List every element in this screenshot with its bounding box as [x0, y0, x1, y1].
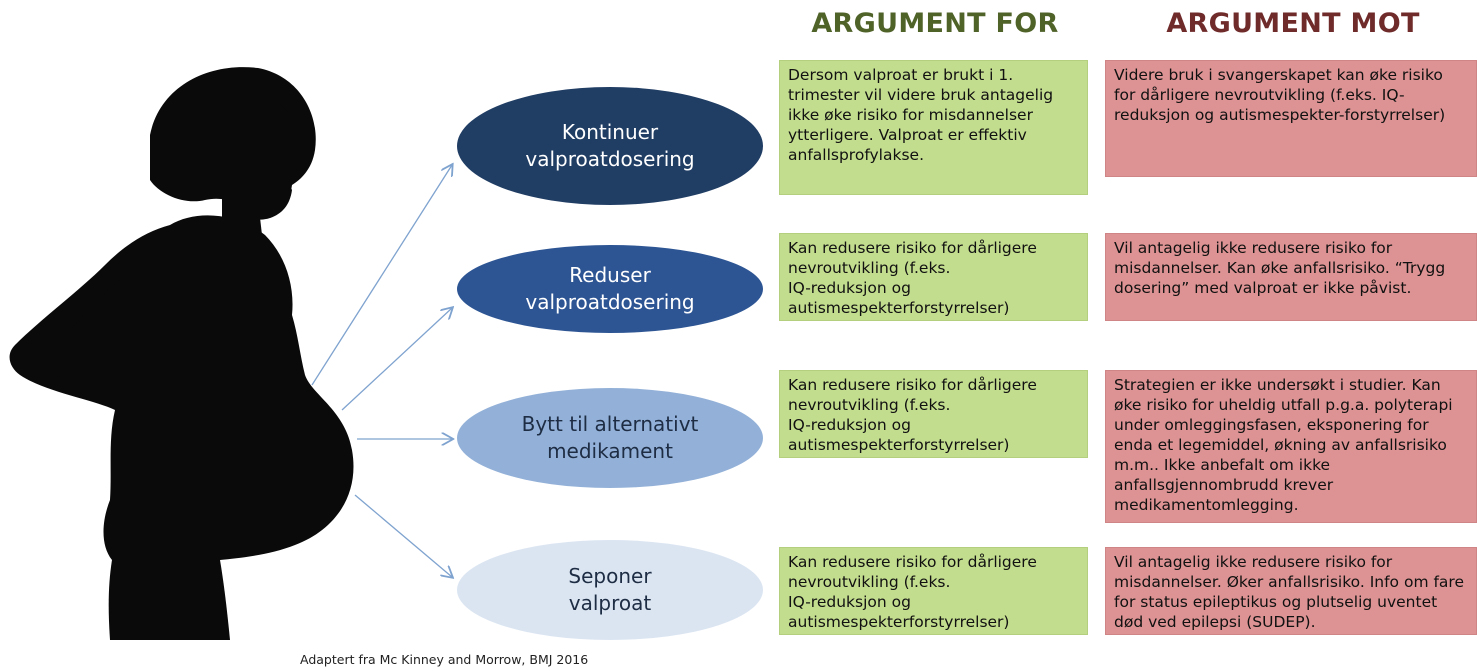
option-continue-valproate: Kontinuer valproatdosering	[457, 87, 763, 205]
source-citation: Adaptert fra Mc Kinney and Morrow, BMJ 2…	[300, 652, 589, 667]
arrow-to-option-2	[341, 308, 452, 411]
argument-for-box-1: Dersom valproat er brukt i 1. trimester …	[779, 60, 1088, 195]
header-argument-for: ARGUMENT FOR	[811, 8, 1059, 39]
header-argument-mot: ARGUMENT MOT	[1166, 8, 1420, 39]
argument-mot-box-3: Strategien er ikke undersøkt i studier. …	[1105, 370, 1477, 523]
argument-for-box-2: Kan redusere risiko for dårligere nevrou…	[779, 233, 1088, 321]
option-discontinue-valproate: Seponer valproat	[457, 540, 763, 640]
argument-for-box-3: Kan redusere risiko for dårligere nevrou…	[779, 370, 1088, 458]
option-reduce-valproate: Reduser valproatdosering	[457, 245, 763, 333]
argument-for-box-4: Kan redusere risiko for dårligere nevrou…	[779, 547, 1088, 635]
arrow-to-option-4	[354, 494, 452, 577]
arrow-to-option-1	[311, 165, 452, 386]
pregnant-woman-silhouette	[9, 67, 354, 640]
argument-mot-box-2: Vil antagelig ikke redusere risiko for m…	[1105, 233, 1477, 321]
argument-mot-box-4: Vil antagelig ikke redusere risiko for m…	[1105, 547, 1477, 635]
option-switch-medication: Bytt til alternativt medikament	[457, 388, 763, 488]
argument-mot-box-1: Videre bruk i svangerskapet kan øke risi…	[1105, 60, 1477, 177]
